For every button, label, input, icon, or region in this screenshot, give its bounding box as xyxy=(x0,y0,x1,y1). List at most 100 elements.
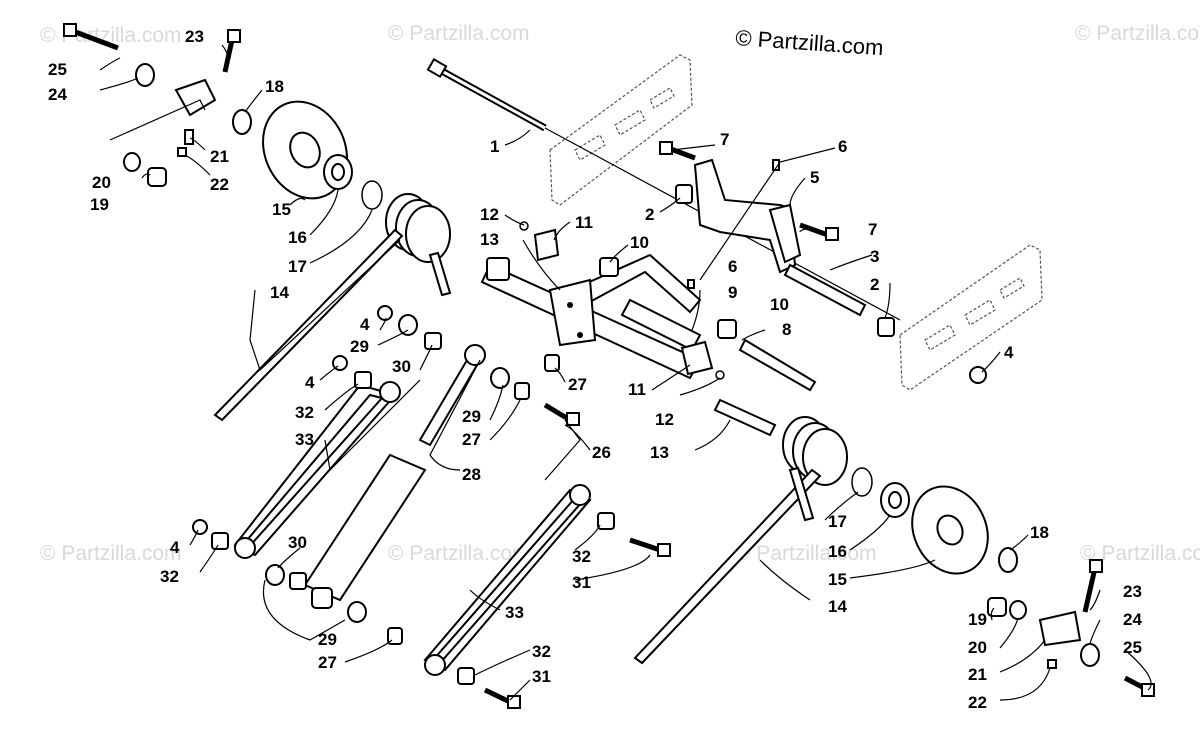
washer-part-18-left xyxy=(232,109,252,135)
callout-27-lower: 27 xyxy=(318,653,337,672)
snap-ring-part-17-left xyxy=(361,180,383,210)
callout-32-lower-left: 32 xyxy=(160,567,179,586)
washer-part-20-left xyxy=(123,152,141,172)
grease-fitting-part-6-upper xyxy=(772,159,780,171)
callout-32-upper: 32 xyxy=(295,403,314,422)
callout-13-lower: 13 xyxy=(650,443,669,462)
callout-4-middle: 4 xyxy=(305,373,315,392)
callout-29-upper-left: 29 xyxy=(350,337,369,356)
spacer-part-32-lower-left xyxy=(211,532,229,550)
callout-24-left: 24 xyxy=(48,85,67,104)
callout-13-upper: 13 xyxy=(480,230,499,249)
clip-part-12-upper xyxy=(519,221,529,231)
callout-20-left: 20 xyxy=(92,173,111,192)
washer-part-29-bottom xyxy=(347,601,367,623)
callout-29-lower: 29 xyxy=(318,630,337,649)
long-bolt-part-1 xyxy=(426,57,547,132)
callout-27-center: 27 xyxy=(568,375,587,394)
shaft-part-8 xyxy=(738,338,817,392)
bolt-part-25-right xyxy=(1123,675,1155,697)
callout-17-right: 17 xyxy=(828,512,847,531)
spacer-part-2-upper xyxy=(675,184,693,204)
cap-part-11-lower xyxy=(680,340,714,376)
cap-part-11-upper xyxy=(533,228,560,262)
spacer-part-32-upper xyxy=(354,371,372,389)
left-rail-plate xyxy=(549,54,693,206)
callout-6-lower: 6 xyxy=(728,257,737,276)
callout-15-left: 15 xyxy=(272,200,291,219)
right-rail-plate xyxy=(899,244,1043,391)
watermark-mid-center: © Partzilla.com xyxy=(388,542,530,565)
link-arm-part-33-left xyxy=(233,381,401,559)
callout-22-left: 22 xyxy=(210,175,229,194)
watermark-mid-left: © Partzilla.com xyxy=(40,542,182,565)
callout-22-right: 22 xyxy=(968,693,987,712)
callout-17-left: 17 xyxy=(288,257,307,276)
snap-ring-part-17-right xyxy=(851,467,873,497)
callout-4-right: 4 xyxy=(1004,343,1014,362)
callout-29-upper-right: 29 xyxy=(462,407,481,426)
washer-part-20-right xyxy=(1009,600,1027,620)
spacer-part-30-upper xyxy=(424,332,442,350)
spacer-part-32-right-upper xyxy=(597,512,615,530)
watermark-mid-right: © Partzilla.com xyxy=(735,542,877,565)
bushing-shock-lower xyxy=(311,587,333,609)
callout-8: 8 xyxy=(782,320,791,339)
callout-32-right-upper: 32 xyxy=(572,547,591,566)
watermark-top-right: © Partzilla.com xyxy=(1075,22,1200,45)
link-arm-part-33-right xyxy=(423,484,592,676)
front-bracket-part-5 xyxy=(693,158,802,274)
grease-fitting-part-6-lower xyxy=(687,279,695,289)
callout-7-upper: 7 xyxy=(720,130,729,149)
callout-31-lower: 31 xyxy=(532,667,551,686)
callout-27-upper: 27 xyxy=(462,430,481,449)
callout-2-lower: 2 xyxy=(870,275,879,294)
washer-part-29-upper-right xyxy=(490,367,510,389)
callout-26: 26 xyxy=(592,443,611,462)
callout-24-right: 24 xyxy=(1123,610,1142,629)
callout-20-right: 20 xyxy=(968,638,987,657)
torsion-spring-part-14-left xyxy=(213,193,452,422)
bushing-part-19-left xyxy=(147,167,167,187)
bolt-part-7-upper xyxy=(659,141,696,161)
callout-30-lower: 30 xyxy=(288,533,307,552)
callout-12-lower: 12 xyxy=(655,410,674,429)
callout-14-left: 14 xyxy=(270,283,289,302)
adjuster-part-24-right xyxy=(1038,610,1100,667)
callout-10-upper: 10 xyxy=(630,233,649,252)
bolt-part-26 xyxy=(543,402,580,426)
spacer-part-10-left xyxy=(599,257,619,277)
callout-11-upper: 11 xyxy=(575,213,593,232)
callout-1: 1 xyxy=(490,137,499,156)
callout-12-upper: 12 xyxy=(480,205,499,224)
callout-30-upper: 30 xyxy=(392,357,411,376)
bolt-part-31-lower xyxy=(483,687,521,709)
callout-25-right: 25 xyxy=(1123,638,1142,657)
idler-wheel-part-15-left xyxy=(262,100,348,200)
bushing-part-19-right xyxy=(987,597,1007,617)
callout-33-left: 33 xyxy=(295,430,314,449)
leader-lines xyxy=(99,44,1152,701)
callout-18-left: 18 xyxy=(265,77,284,96)
bearing-part-16-left xyxy=(323,154,353,190)
idler-wheel-part-15-right xyxy=(911,485,989,575)
bolt-part-23-left xyxy=(222,29,241,73)
callout-19-right: 19 xyxy=(968,610,987,629)
callout-10-lower: 10 xyxy=(770,295,789,314)
set-screw-part-22-right xyxy=(1047,659,1057,669)
callout-19-left: 19 xyxy=(90,195,109,214)
callout-23-right: 23 xyxy=(1123,582,1142,601)
callout-16-right: 16 xyxy=(828,542,847,561)
watermark-right: © Partzilla.com xyxy=(1080,542,1200,565)
callout-25-left: 25 xyxy=(48,60,67,79)
spacer-part-10-right xyxy=(717,319,737,339)
callout-15-right: 15 xyxy=(828,570,847,589)
spacer-part-2-lower xyxy=(877,317,895,337)
bearing-part-16-right xyxy=(880,482,910,518)
callout-9: 9 xyxy=(728,283,737,302)
callout-2-upper: 2 xyxy=(645,205,654,224)
callout-33-right: 33 xyxy=(505,603,524,622)
bolt-part-31-upper xyxy=(629,537,671,557)
callout-7-lower: 7 xyxy=(868,220,877,239)
bushing-part-13-left xyxy=(486,257,510,281)
